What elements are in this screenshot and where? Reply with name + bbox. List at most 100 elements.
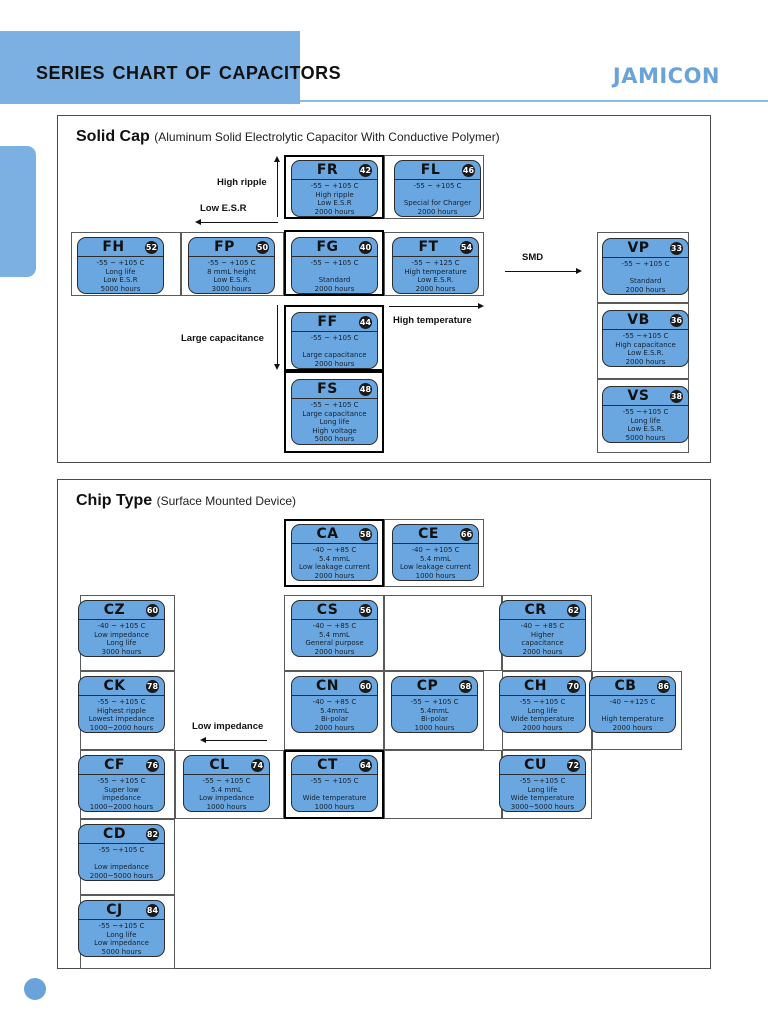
solid-cap-heading: Solid Cap (Aluminum Solid Electrolytic C…: [76, 128, 500, 146]
chip-page-badge: 68: [459, 680, 472, 693]
chip-spec-line: 2000 hours: [522, 723, 563, 732]
chip-spec-line: -55 ~+105 C: [622, 332, 669, 340]
chip-page-badge: 66: [460, 528, 473, 541]
chip-page-badge: 70: [567, 680, 580, 693]
chip-type-subtitle: (Surface Mounted Device): [156, 494, 297, 508]
chip-code-label: FS: [317, 381, 338, 397]
chip-spec-line: Bi-polar: [420, 715, 449, 724]
solid-cap-title: Solid Cap: [76, 128, 150, 145]
chip-code-label: CJ: [106, 902, 123, 918]
chip-spec-line: 1000~2000 hours: [89, 723, 154, 732]
chip-header-cj: CJ 84: [79, 901, 164, 920]
chip-page-badge: 52: [145, 241, 158, 254]
chip-spec-line: -55 ~ +105 C: [310, 777, 359, 785]
chip-code-label: FP: [214, 239, 235, 255]
chip-code-label: FL: [420, 162, 441, 178]
chip-code-label: CS: [316, 602, 339, 618]
chip-code-label: VP: [627, 240, 650, 256]
chip-code-label: CD: [103, 826, 126, 842]
chip-code-label: VB: [627, 312, 650, 328]
chip-spec-line: -40 ~ +85 C: [312, 698, 357, 706]
chip-page-badge: 82: [146, 828, 159, 841]
header-divider: [300, 100, 768, 102]
chip-page-badge: 38: [670, 390, 683, 403]
chip-spec-line: 5000 hours: [314, 435, 355, 444]
chip-spec-line: -40 ~ +85 C: [520, 622, 565, 630]
chip-page-badge: 84: [146, 904, 159, 917]
chip-page-badge: 64: [359, 759, 372, 772]
chip-code-label: CF: [104, 757, 125, 773]
chip-spec-line: 5.4 mmL: [319, 630, 350, 639]
arrow-down-large-capacitance: [274, 305, 280, 370]
chip-spec-line: High capacitance: [615, 340, 676, 349]
chip-spec-line: Wide temperature: [510, 715, 575, 724]
chip-spec-line: -55 ~ +105 C: [410, 698, 459, 706]
chip-page-badge: 56: [359, 604, 372, 617]
chip-code-label: CU: [524, 757, 547, 773]
chip-spec-line: -55 ~ +105 C: [96, 259, 145, 267]
chip-spec-line: [293, 268, 376, 277]
chip-spec-line: -55 ~ +105 C: [207, 259, 256, 267]
chip-spec-line: 2000 hours: [314, 359, 355, 368]
chip-spec-line: -55 ~+105 C: [519, 698, 566, 706]
arrow-label-low-esr: Low E.S.R: [200, 203, 247, 214]
chip-spec-line: 5000 hours: [100, 284, 141, 293]
chip-code-label: CT: [317, 757, 338, 773]
chip-code-label: CP: [416, 678, 439, 694]
chip-code-label: CZ: [103, 602, 126, 618]
chip-spec-line: -55 ~ +105 C: [310, 182, 359, 190]
chip-spec-line: -55 ~ +105 C: [310, 259, 359, 267]
chip-spec-line: High voltage: [312, 426, 357, 435]
chip-spec-line: 5000 hours: [101, 947, 142, 956]
chip-spec-line: Long life: [106, 930, 137, 939]
chip-code-label: CE: [418, 526, 439, 542]
chip-code-label: CN: [316, 678, 339, 694]
chip-code-label: FG: [316, 239, 339, 255]
chip-header-ce: CE 66: [393, 525, 478, 544]
